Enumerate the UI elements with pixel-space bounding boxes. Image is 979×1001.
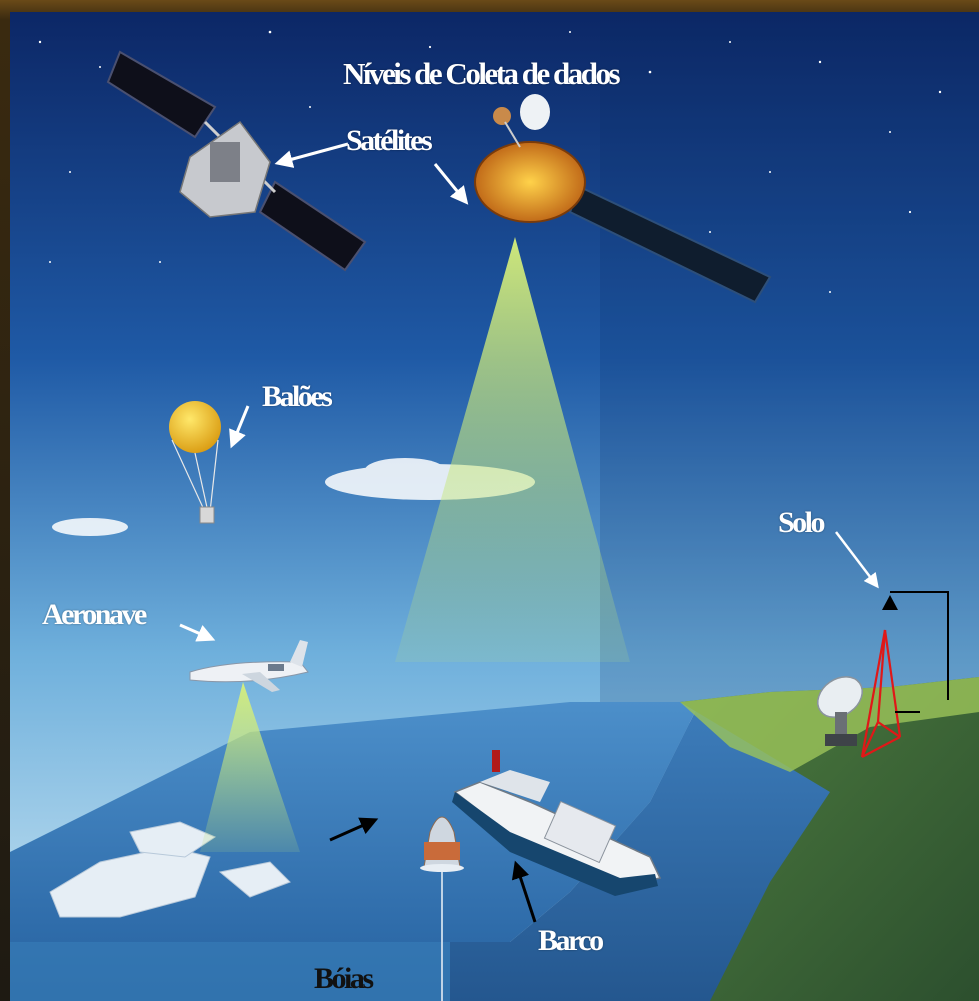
label-buoys: Bóias — [314, 962, 374, 995]
satellite-left — [106, 50, 367, 272]
sky-side-face — [600, 12, 979, 712]
satellite-right — [474, 94, 772, 304]
satellite-beam — [395, 237, 630, 662]
ground-antenna — [817, 676, 863, 746]
ground-sensor-marker — [882, 595, 898, 610]
diagram-title: Níveis de Coleta de dados — [343, 56, 621, 91]
arrow-balloons — [229, 405, 250, 449]
label-balloons: Balões — [262, 380, 333, 413]
label-aircraft: Aeronave — [42, 598, 147, 631]
label-ground: Solo — [778, 506, 826, 539]
arrow-satellite-left — [274, 142, 349, 168]
arrow-aircraft — [179, 623, 216, 642]
ice-floes — [49, 821, 291, 918]
weather-balloon — [169, 401, 221, 524]
ocean-front — [10, 942, 450, 1001]
data-collection-scene: Níveis de Coleta de dados Satélites Balõ… — [10, 12, 979, 1001]
ground-sensor-tripod — [860, 629, 902, 758]
label-ship: Barco — [538, 924, 604, 957]
arrow-satellite-right — [433, 163, 469, 205]
stars — [38, 30, 942, 293]
arrow-ship — [511, 860, 537, 923]
ship — [452, 750, 662, 896]
ocean-side — [10, 702, 979, 1001]
arrow-ground — [835, 531, 879, 589]
land-mass — [680, 677, 979, 1001]
aircraft-beam — [200, 682, 300, 852]
scene-illustration — [10, 12, 979, 1001]
aircraft — [189, 640, 309, 692]
arrow-buoys — [329, 817, 379, 842]
label-satellites: Satélites — [346, 124, 433, 157]
buoy — [420, 816, 464, 1001]
ground-sensor-bracket — [890, 591, 949, 713]
coast-green — [680, 677, 979, 772]
